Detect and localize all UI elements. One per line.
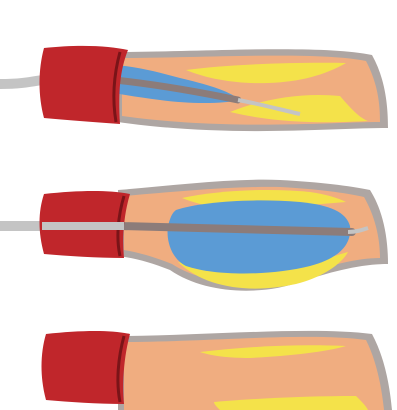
panel-balloon-inserted [0,46,388,131]
panel-balloon-inflated [0,180,388,291]
panel-vessel-widened [42,331,393,410]
guidewire-left [0,80,42,84]
catheter-sheath [42,331,131,404]
